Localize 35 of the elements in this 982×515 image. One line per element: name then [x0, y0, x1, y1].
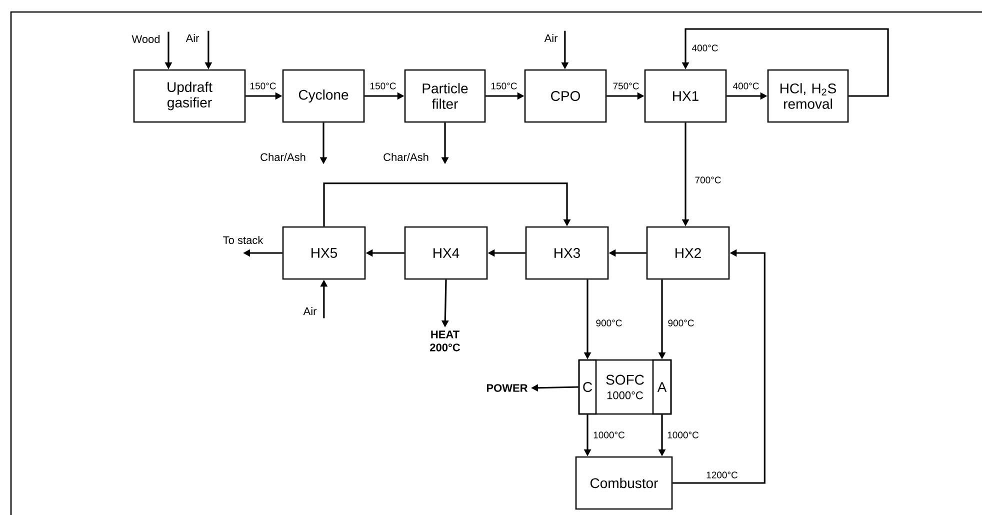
stream-label: To stack	[223, 236, 264, 244]
edge-label: 750°C	[612, 82, 640, 90]
edge-label: 150°C	[490, 82, 518, 90]
edge-label: 900°C	[594, 318, 624, 328]
process-box: HX4	[404, 226, 488, 280]
process-box: Combustor	[575, 456, 673, 510]
process-box: HX2	[646, 226, 730, 280]
edge-label: 400°C	[690, 44, 720, 52]
process-box: HX1	[644, 69, 727, 123]
stream-label: Wood	[132, 34, 160, 44]
output-label: HEAT 200°C	[430, 330, 460, 352]
edge-label: 700°C	[694, 176, 722, 184]
arrow	[323, 182, 571, 226]
electrode-box: C	[578, 359, 597, 415]
stream-label: Air	[544, 34, 558, 42]
process-box: Particle filter	[404, 69, 486, 123]
process-box: Cyclone	[282, 69, 365, 123]
stream-label: Air	[303, 307, 317, 315]
process-box: HCl, H$_{2}$S removal	[767, 69, 849, 123]
edge-label: 400°C	[732, 82, 760, 90]
process-box: CPO	[524, 69, 607, 123]
edge-label: 1200°C	[705, 470, 739, 480]
output-label: POWER	[486, 384, 528, 392]
edge-label: 900°C	[666, 318, 696, 328]
stream-label: Char/Ash	[260, 152, 306, 162]
edge-label: 1000°C	[592, 430, 626, 440]
edge-label: 150°C	[368, 82, 398, 90]
process-box: HX3	[525, 226, 609, 280]
electrode-box: A	[652, 359, 672, 415]
process-box: Updraft gasifier	[133, 69, 246, 123]
stream-label: Char/Ash	[384, 152, 428, 162]
edge-label: 150°C	[248, 82, 278, 90]
stream-label: Air	[186, 34, 200, 42]
process-box: HX5	[282, 226, 366, 280]
edge-label: 1000°C	[666, 430, 700, 440]
